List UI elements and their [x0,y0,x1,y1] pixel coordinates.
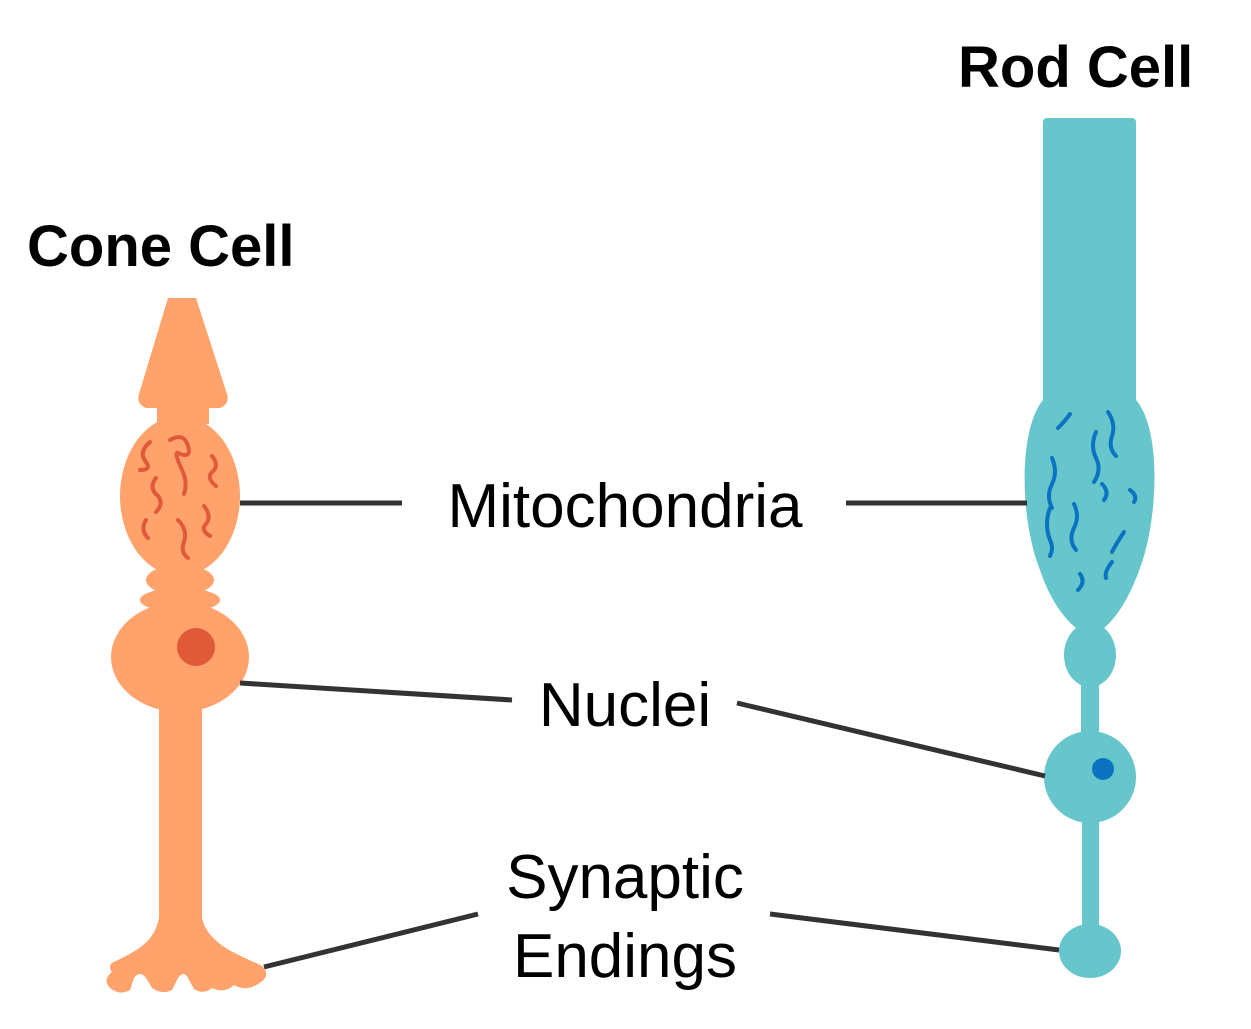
rod-cell [1024,118,1155,978]
synaptic-endings-label-line2: Endings [513,922,737,991]
nuclei-label: Nuclei [539,671,711,740]
cone-mitochondria [138,435,218,560]
cone-nucleus [177,628,215,666]
synaptic-endings-label-line1: Synaptic [506,843,744,912]
rod-outer-segment [1043,118,1136,418]
cone-cell-title: Cone Cell [27,214,295,279]
leader-nuclei-cone [239,680,513,703]
rod-bead [1064,623,1116,687]
cone-axon [159,695,202,923]
rod-axon [1082,815,1099,930]
mitochondria-label: Mitochondria [448,472,803,541]
rod-nucleus [1092,758,1114,780]
cone-inner-segment [120,416,240,576]
leader-synaptic-rod [769,911,1060,953]
rod-cell-body [1044,731,1136,823]
leader-nuclei-rod [736,700,1046,779]
rod-synaptic-ending [1059,924,1121,978]
cone-waist-bead [146,565,214,595]
leader-synaptic-cone [263,911,479,970]
cone-outer-segment [138,298,228,408]
leader-lines [239,500,1060,970]
rod-inner-segment [1024,400,1155,628]
cone-synaptic-ending [106,918,267,993]
rod-mitochondria [1045,410,1138,592]
rod-stalk [1081,680,1099,740]
rod-cell-title: Rod Cell [958,35,1193,100]
